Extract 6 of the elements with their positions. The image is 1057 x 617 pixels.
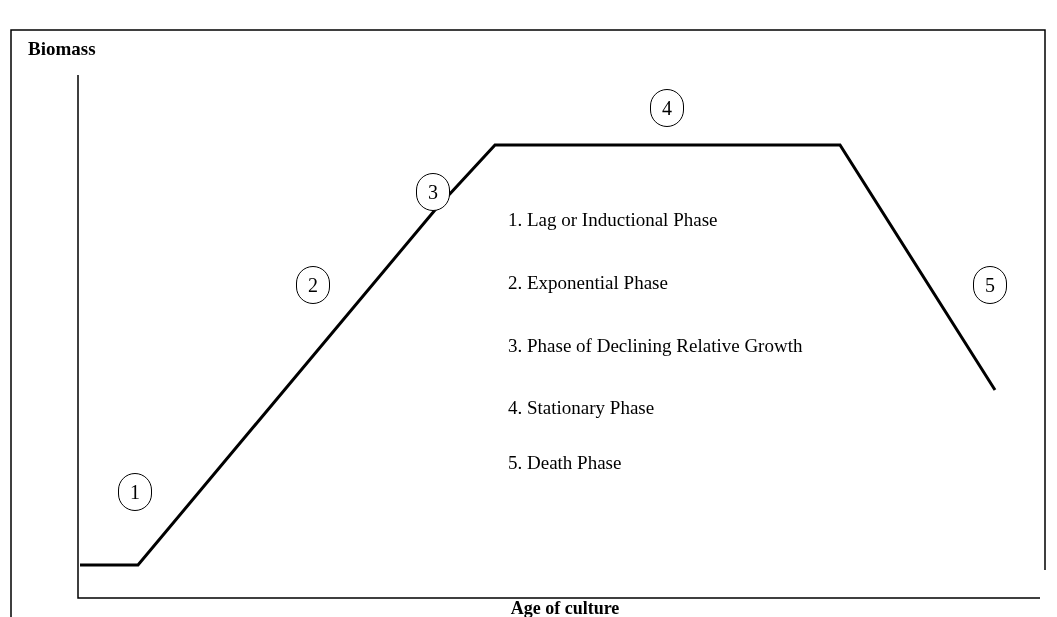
phase-legend-item: 1. Lag or Inductional Phase: [508, 208, 718, 232]
phase-legend-item: 5. Death Phase: [508, 451, 622, 475]
phase-legend-item: 4. Stationary Phase: [508, 396, 655, 420]
axis-title: Biomass: [28, 38, 96, 60]
phase-legend-item: 3. Phase of Declining Relative Growth: [508, 334, 803, 358]
phase-legend-item: 2. Exponential Phase: [508, 271, 668, 295]
